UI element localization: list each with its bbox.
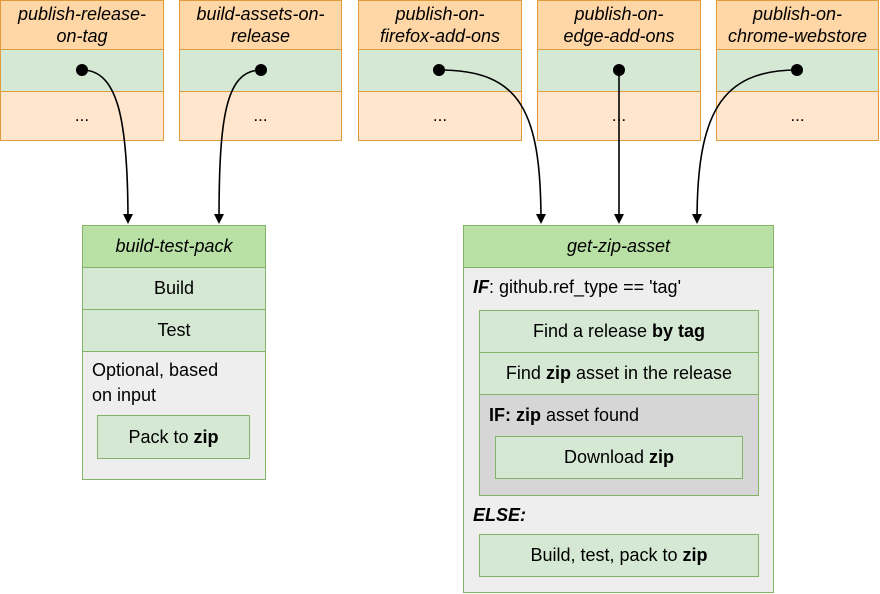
find-release-bold: by tag — [652, 321, 706, 341]
if-condition-text: : github.ref_type == 'tag' — [489, 276, 682, 297]
workflow-publish-on-firefox-add-ons-title: publish-on- firefox-add-ons — [358, 0, 522, 50]
build-test-pack-zip-step: Build, test, pack to zip — [479, 534, 759, 577]
if-zip-bold: IF: zip — [489, 404, 541, 425]
workflow-title-line: publish-on- — [395, 4, 485, 24]
connector-firefox-to-get-zip-asset — [438, 69, 546, 224]
ellipsis: ... — [253, 106, 268, 125]
build-test-pack-title: build-test-pack — [82, 225, 266, 268]
build-step-label: Build — [153, 278, 195, 298]
ellipsis: ... — [432, 106, 448, 125]
connector-dot — [613, 64, 625, 76]
else-text: ELSE: — [473, 504, 527, 525]
workflow-title-line: chrome-webstore — [727, 26, 868, 46]
workflow-publish-release-on-tag-title: publish-release- on-tag — [0, 0, 164, 50]
download-prefix: Download — [563, 447, 650, 467]
find-zip-bold: zip — [545, 363, 571, 383]
pack-to-zip-label: Pack to zip — [128, 427, 218, 448]
build-prefix: Build, test, pack to — [530, 545, 683, 565]
connector-dot — [791, 64, 803, 76]
if-label: IF — [473, 276, 489, 297]
workflow-more-row: ... — [358, 91, 522, 141]
optional-note: Optional, based on input — [92, 358, 262, 408]
find-release-step: Find a release by tag — [479, 310, 759, 353]
connector-dot — [255, 64, 267, 76]
download-zip-step: Download zip — [495, 436, 743, 479]
else-label: ELSE: — [473, 502, 673, 528]
connector-build-assets-to-build-test-pack — [214, 69, 262, 224]
ellipsis: ... — [74, 106, 90, 125]
workflow-title-line: build-assets-on- — [196, 4, 325, 24]
if-zip-found-label: IF: zip asset found — [489, 402, 749, 428]
workflow-more-row: ... — [179, 91, 342, 141]
workflow-title-line: release — [230, 26, 291, 46]
workflow-title-line: publish-on- — [574, 4, 664, 24]
test-step: Test — [82, 309, 266, 352]
connector-chrome-to-get-zip-asset — [692, 69, 798, 224]
workflow-title-line: publish-release- — [17, 4, 147, 24]
workflow-title-line: publish-on- — [752, 4, 843, 24]
pack-bold: zip — [193, 426, 219, 447]
connector-publish-release-to-build-test-pack — [81, 69, 133, 224]
workflow-publish-on-edge-add-ons-title: publish-on- edge-add-ons — [537, 0, 701, 50]
find-zip-asset-step: Find zip asset in the release — [479, 352, 759, 395]
build-step: Build — [82, 267, 266, 310]
find-release-prefix: Find a release — [532, 321, 653, 341]
find-zip-prefix: Find — [505, 363, 546, 383]
job-title-text: get-zip-asset — [566, 236, 671, 256]
test-step-label: Test — [157, 320, 191, 340]
workflow-publish-on-chrome-webstore-title: publish-on- chrome-webstore — [716, 0, 879, 50]
pack-to-zip-step: Pack to zip — [97, 415, 250, 459]
pack-prefix: Pack to — [128, 426, 194, 447]
build-bold: zip — [682, 545, 708, 565]
workflow-title-line: firefox-add-ons — [379, 26, 501, 46]
download-bold: zip — [649, 447, 675, 467]
optional-note-line: Optional, based — [92, 360, 219, 380]
get-zip-asset-title: get-zip-asset — [463, 225, 774, 268]
connector-dot — [433, 64, 445, 76]
if-condition: IF: github.ref_type == 'tag' — [473, 274, 763, 300]
optional-note-line: on input — [92, 385, 157, 405]
ellipsis: ... — [790, 106, 805, 125]
job-title-text: build-test-pack — [115, 236, 233, 256]
if-zip-suffix: asset found — [541, 404, 640, 425]
workflow-title-line: on-tag — [56, 26, 108, 46]
workflow-title-line: edge-add-ons — [563, 26, 675, 46]
connector-dot — [76, 64, 88, 76]
workflow-more-row: ... — [716, 91, 879, 141]
find-zip-suffix: asset in the release — [570, 363, 733, 383]
workflow-more-row: ... — [0, 91, 164, 141]
